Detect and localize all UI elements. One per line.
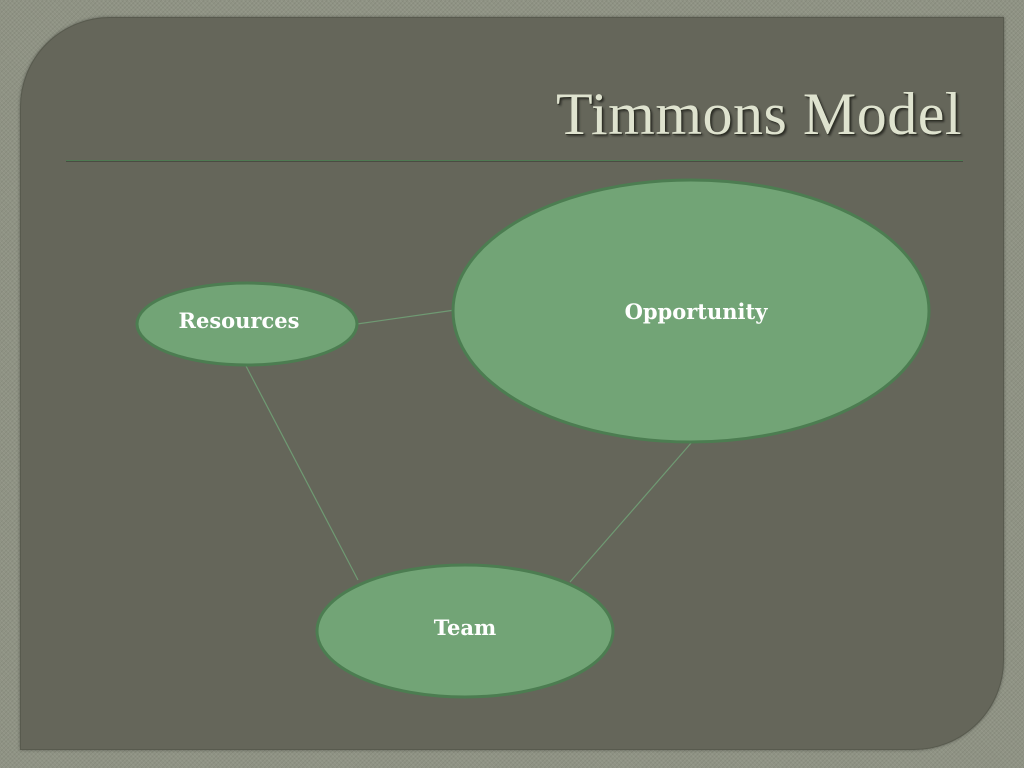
edge-resources-opportunity bbox=[356, 309, 456, 325]
node-team: Team bbox=[315, 563, 615, 699]
node-team-label: Team bbox=[434, 615, 496, 640]
edge-opportunity-team bbox=[569, 441, 693, 583]
title-divider bbox=[66, 160, 963, 161]
node-opportunity-shape bbox=[451, 178, 931, 444]
node-opportunity-label: Opportunity bbox=[625, 299, 769, 324]
node-resources-label: Resources bbox=[179, 308, 300, 333]
edge-resources-team bbox=[245, 365, 359, 581]
node-team-shape bbox=[315, 563, 615, 699]
node-opportunity: Opportunity bbox=[451, 178, 931, 444]
slide-title: Timmons Model bbox=[555, 81, 962, 147]
node-resources-shape bbox=[135, 281, 359, 367]
node-resources: Resources bbox=[135, 281, 359, 367]
